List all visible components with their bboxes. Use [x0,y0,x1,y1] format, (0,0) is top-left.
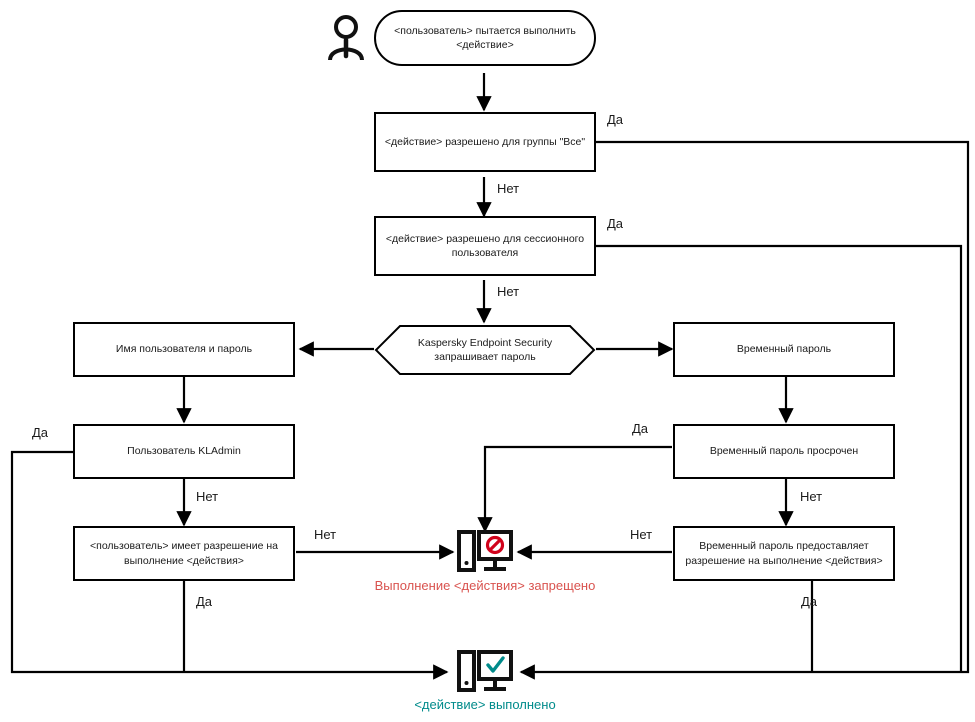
node-temporary-password[interactable]: Временный пароль [673,322,895,377]
node-kes-asks-password-label: Kaspersky Endpoint Security запрашивает … [417,336,553,363]
node-start-label: <пользователь> пытается выполнить <дейст… [394,24,576,51]
node-user-has-permission-label: <пользователь> имеет разрешение на выпол… [90,540,278,567]
node-temp-password-grants-permission[interactable]: Временный пароль предоставляет разрешени… [673,526,895,581]
edge-label-temp-expired-yes: Да [632,421,649,436]
node-user-has-permission[interactable]: <пользователь> имеет разрешение на выпол… [73,526,295,581]
node-kes-asks-password[interactable]: Kaspersky Endpoint Security запрашивает … [374,324,596,376]
status-denied-text: Выполнение <действия> запрещено [374,578,596,593]
edge-label-kladmin-no: Нет [196,489,219,504]
status-allowed-text: <действие> выполнено [414,697,556,712]
computer-allowed-icon [457,650,513,694]
edge-label-temp-grants-yes: Да [801,594,818,609]
node-allowed-for-everyone[interactable]: <действие> разрешено для группы "Все" [374,112,596,172]
node-allowed-for-session-user-label: <действие> разрешено для сессионного пол… [385,232,585,259]
node-username-and-password-label: Имя пользователя и пароль [115,343,253,356]
edge-label-temp-grants-no: Нет [630,527,653,542]
computer-denied-icon [457,530,513,574]
node-user-kladmin[interactable]: Пользователь KLAdmin [73,424,295,479]
node-allowed-for-session-user[interactable]: <действие> разрешено для сессионного пол… [374,216,596,276]
edge-label-permission-no: Нет [314,527,337,542]
edge-label-temp-expired-no: Нет [800,489,823,504]
node-user-kladmin-label: Пользователь KLAdmin [127,445,241,458]
edge-label-session-yes: Да [607,216,624,231]
node-temporary-password-expired-label: Временный пароль просрочен [709,445,859,458]
edge-label-session-no: Нет [497,284,520,299]
edge-label-everyone-yes: Да [607,112,624,127]
node-temporary-password-expired[interactable]: Временный пароль просрочен [673,424,895,479]
node-allowed-for-everyone-label: <действие> разрешено для группы "Все" [384,135,586,148]
edge-label-permission-yes: Да [196,594,213,609]
edge-label-kladmin-yes: Да [32,425,49,440]
node-temp-password-grants-permission-label: Временный пароль предоставляет разрешени… [685,540,883,567]
node-start[interactable]: <пользователь> пытается выполнить <дейст… [374,10,596,66]
person-icon [326,14,366,62]
edge-label-everyone-no: Нет [497,181,520,196]
node-temporary-password-label: Временный пароль [736,343,832,356]
node-username-and-password[interactable]: Имя пользователя и пароль [73,322,295,377]
